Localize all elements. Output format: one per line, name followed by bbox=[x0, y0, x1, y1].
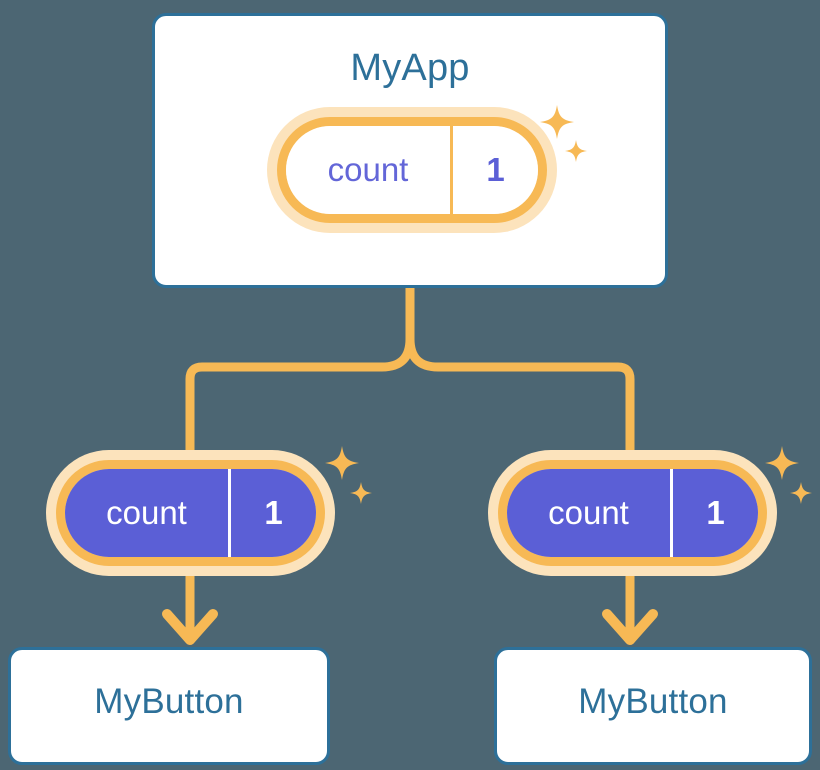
pill-inner: count 1 bbox=[507, 469, 758, 557]
pill-ring bbox=[277, 117, 547, 223]
sparkle-small-icon bbox=[350, 482, 372, 504]
component-title: MyButton bbox=[94, 682, 244, 721]
state-key-label: count bbox=[65, 469, 231, 557]
state-pill-myapp[interactable]: count 1 bbox=[267, 107, 557, 233]
state-pill-left[interactable]: count 1 bbox=[46, 450, 335, 576]
arrow-head-left-icon bbox=[162, 609, 218, 645]
sparkle-large-icon bbox=[765, 446, 799, 480]
sparkle-large-icon bbox=[325, 446, 359, 480]
state-value-label: 1 bbox=[264, 494, 283, 531]
arrow-head-right-icon bbox=[602, 609, 658, 645]
state-value-label: 1 bbox=[486, 151, 505, 188]
state-key-label: count bbox=[507, 469, 673, 557]
pill-inner: count 1 bbox=[286, 126, 538, 214]
state-pill-right[interactable]: count 1 bbox=[488, 450, 777, 576]
state-key-label: count bbox=[286, 126, 453, 214]
component-card-mybutton-left[interactable]: MyButton bbox=[8, 647, 330, 765]
state-value-label: 1 bbox=[706, 494, 725, 531]
component-card-mybutton-right[interactable]: MyButton bbox=[494, 647, 812, 765]
pill-ring bbox=[56, 460, 325, 566]
connector-trunk-split bbox=[185, 283, 415, 457]
connector-trunk-split-right bbox=[405, 283, 635, 457]
pill-ring bbox=[498, 460, 767, 566]
pill-inner: count 1 bbox=[65, 469, 316, 557]
sparkle-small-icon bbox=[790, 482, 812, 504]
page-title: MyApp bbox=[350, 47, 470, 89]
component-title: MyButton bbox=[578, 682, 728, 721]
